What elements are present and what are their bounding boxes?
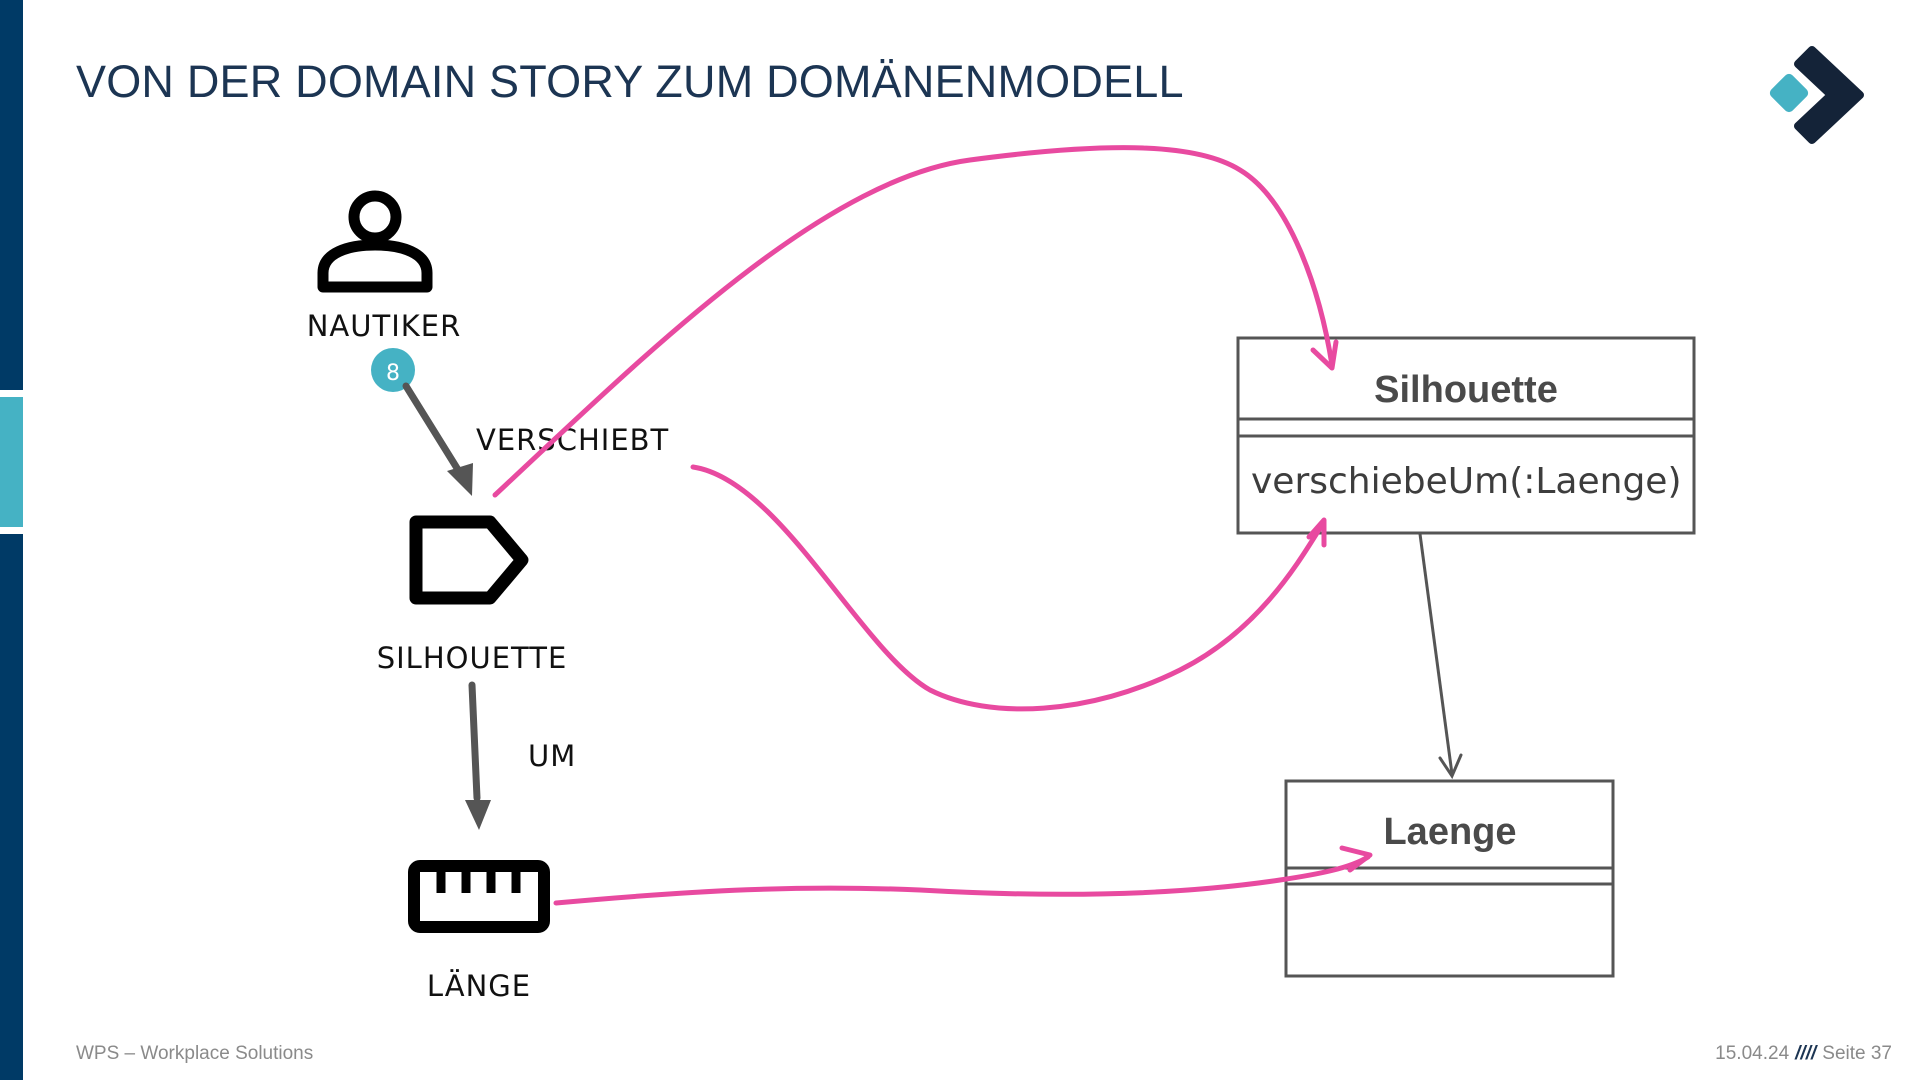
preposition-label: UM xyxy=(528,739,576,773)
mapping-connector-activity-to-method xyxy=(690,464,1325,712)
person-icon xyxy=(317,190,433,293)
company-logo-icon xyxy=(1769,46,1864,144)
preposition-arrowhead xyxy=(465,800,491,830)
activity-arrowhead xyxy=(447,463,473,496)
footer-page-info: 15.04.24////Seite 37 xyxy=(1715,1043,1892,1065)
object-label: SILHOUETTE xyxy=(377,641,568,675)
actor-label: NAUTIKER xyxy=(307,309,462,343)
mapping-connector-arrowhead xyxy=(1306,517,1327,548)
slide-title: VON DER DOMAIN STORY ZUM DOMÄNENMODELL xyxy=(76,56,1184,107)
uml-class-name: Silhouette xyxy=(1374,369,1558,411)
mapping-connector-ruler-to-class xyxy=(553,854,1371,906)
uml-association-arrowhead xyxy=(1438,753,1463,780)
uml-class-laenge: Laenge xyxy=(1284,779,1615,978)
measure-label: LÄNGE xyxy=(427,969,531,1003)
activity-arrow xyxy=(402,382,464,477)
footer-date: 15.04.24 xyxy=(1715,1043,1790,1064)
footer-separator: //// xyxy=(1795,1043,1817,1064)
activity-label: VERSCHIEBT xyxy=(476,423,669,457)
sequence-badge: 8 xyxy=(371,348,415,392)
uml-method: verschiebeUm(:Laenge) xyxy=(1251,461,1682,502)
ruler-icon xyxy=(408,860,550,933)
sidebar-accent-highlight xyxy=(0,397,23,527)
mapping-connector-arrowhead xyxy=(1339,845,1373,873)
mapping-connector-arrowhead xyxy=(1310,339,1339,371)
uml-association xyxy=(1418,533,1454,775)
uml-class-silhouette: Silhouette verschiebeUm(:Laenge) xyxy=(1236,336,1696,535)
preposition-arrow xyxy=(468,681,481,802)
tag-icon xyxy=(409,515,529,605)
mapping-connector-tag-to-class xyxy=(492,145,1335,498)
sequence-number: 8 xyxy=(386,361,400,386)
sidebar-accent-bottom xyxy=(0,534,23,1080)
uml-class-name: Laenge xyxy=(1383,811,1516,853)
footer-page-number: Seite 37 xyxy=(1822,1043,1892,1064)
sidebar-accent-top xyxy=(0,0,23,390)
footer-company: WPS – Workplace Solutions xyxy=(76,1043,314,1064)
